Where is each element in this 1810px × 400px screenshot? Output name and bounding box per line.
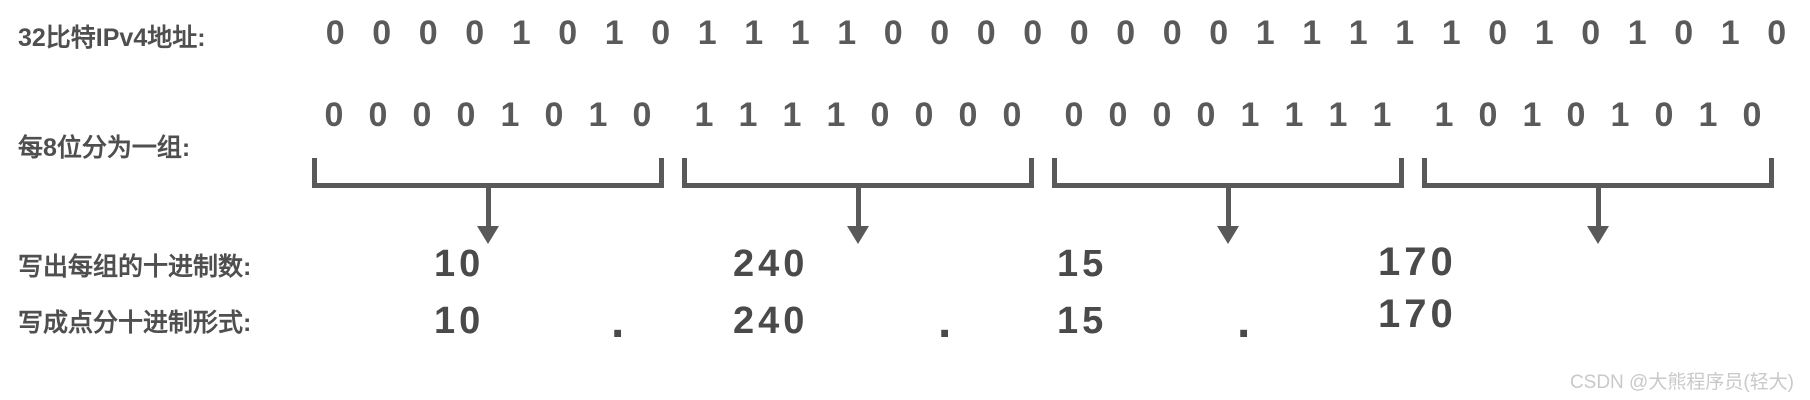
bit-cell: 0 <box>1767 14 1787 52</box>
bit-cell: 0 <box>325 14 345 52</box>
group-arrow-head-icon <box>1217 226 1239 244</box>
group-bracket <box>682 158 1034 188</box>
bit-cell: 0 <box>1023 14 1043 52</box>
dotted-separator-1: . <box>611 295 625 348</box>
bit-cell: 1 <box>1534 14 1554 52</box>
row-label-ipv4-address: 32比特IPv4地址: <box>18 24 206 52</box>
bit-cell: 0 <box>1196 96 1216 134</box>
bit-cell: 0 <box>1002 96 1022 134</box>
bit-cell: 1 <box>1720 14 1740 52</box>
bit-cell: 0 <box>1108 96 1128 134</box>
bit-cell: 0 <box>1069 14 1089 52</box>
bit-cell: 1 <box>1255 14 1275 52</box>
bit-cell: 0 <box>544 96 564 134</box>
bit-cell: 1 <box>588 96 608 134</box>
group-arrow-line <box>1225 188 1231 230</box>
bit-cell: 0 <box>958 96 978 134</box>
bit-cell: 0 <box>368 96 388 134</box>
bit-cell: 0 <box>930 14 950 52</box>
group-arrow-head-icon <box>1587 226 1609 244</box>
group-arrow-head-icon <box>847 226 869 244</box>
bit-cell: 0 <box>1152 96 1172 134</box>
dotted-separator-3: . <box>1237 295 1251 348</box>
bit-cell: 0 <box>870 96 890 134</box>
bit-cell: 0 <box>914 96 934 134</box>
bit-cell: 1 <box>1698 96 1718 134</box>
group-arrow-line <box>1595 188 1601 230</box>
bit-cell: 0 <box>1654 96 1674 134</box>
bit-cell: 0 <box>1674 14 1694 52</box>
bit-cell: 0 <box>418 14 438 52</box>
bit-cell: 1 <box>1610 96 1630 134</box>
bit-cell: 0 <box>412 96 432 134</box>
dotted-octet-2: 240 <box>733 300 809 342</box>
bit-cell: 0 <box>558 14 578 52</box>
bit-cell: 1 <box>790 14 810 52</box>
dotted-octet-4: 170 <box>1378 292 1457 336</box>
bit-cell: 0 <box>1064 96 1084 134</box>
bit-cell: 1 <box>1434 96 1454 134</box>
bit-cell: 0 <box>1566 96 1586 134</box>
bit-cell: 1 <box>1441 14 1461 52</box>
bit-cell: 0 <box>1488 14 1508 52</box>
bit-cell: 0 <box>372 14 392 52</box>
row-label-group-by-8: 每8位分为一组: <box>18 134 191 162</box>
bit-cell: 0 <box>1209 14 1229 52</box>
decimal-value-octet-3: 15 <box>1057 243 1108 285</box>
bit-cell: 1 <box>1522 96 1542 134</box>
group-arrow-line <box>855 188 861 230</box>
bit-cell: 0 <box>1478 96 1498 134</box>
decimal-value-octet-1: 10 <box>434 243 485 285</box>
bit-cell: 0 <box>1581 14 1601 52</box>
bit-cell: 1 <box>1348 14 1368 52</box>
watermark-text: CSDN @大熊程序员(轻大) <box>1569 372 1794 393</box>
group-arrow-line <box>485 188 491 230</box>
bit-cell: 1 <box>782 96 802 134</box>
group-bracket <box>1422 158 1774 188</box>
bit-cell: 1 <box>1240 96 1260 134</box>
bit-cell: 0 <box>632 96 652 134</box>
bit-cell: 1 <box>1328 96 1348 134</box>
bit-cell: 1 <box>744 14 764 52</box>
bit-cell: 0 <box>1742 96 1762 134</box>
bit-cell: 0 <box>1162 14 1182 52</box>
group-arrow-head-icon <box>477 226 499 244</box>
decimal-value-octet-4: 170 <box>1378 240 1457 284</box>
bit-cell: 1 <box>1372 96 1392 134</box>
dotted-separator-2: . <box>938 295 952 348</box>
dotted-octet-1: 10 <box>434 300 485 342</box>
row-label-decimal-per-group: 写出每组的十进制数: <box>18 253 252 281</box>
bit-cell: 0 <box>456 96 476 134</box>
row-label-dotted-decimal: 写成点分十进制形式: <box>18 309 252 337</box>
bit-cell: 1 <box>500 96 520 134</box>
bit-cell: 0 <box>465 14 485 52</box>
group-bracket <box>1052 158 1404 188</box>
bit-cell: 1 <box>1395 14 1415 52</box>
bit-cell: 1 <box>1302 14 1322 52</box>
bit-cell: 1 <box>694 96 714 134</box>
bit-cell: 1 <box>738 96 758 134</box>
bit-cell: 1 <box>837 14 857 52</box>
bit-cell: 0 <box>324 96 344 134</box>
dotted-octet-3: 15 <box>1057 300 1108 342</box>
group-bracket <box>312 158 664 188</box>
bit-cell: 0 <box>1116 14 1136 52</box>
bit-cell: 1 <box>511 14 531 52</box>
bit-cell: 1 <box>604 14 624 52</box>
bit-cell: 0 <box>651 14 671 52</box>
bit-cell: 0 <box>883 14 903 52</box>
bit-cell: 1 <box>826 96 846 134</box>
decimal-value-octet-2: 240 <box>733 243 809 285</box>
bit-cell: 1 <box>1284 96 1304 134</box>
bit-cell: 1 <box>697 14 717 52</box>
bit-cell: 0 <box>976 14 996 52</box>
bit-cell: 1 <box>1627 14 1647 52</box>
